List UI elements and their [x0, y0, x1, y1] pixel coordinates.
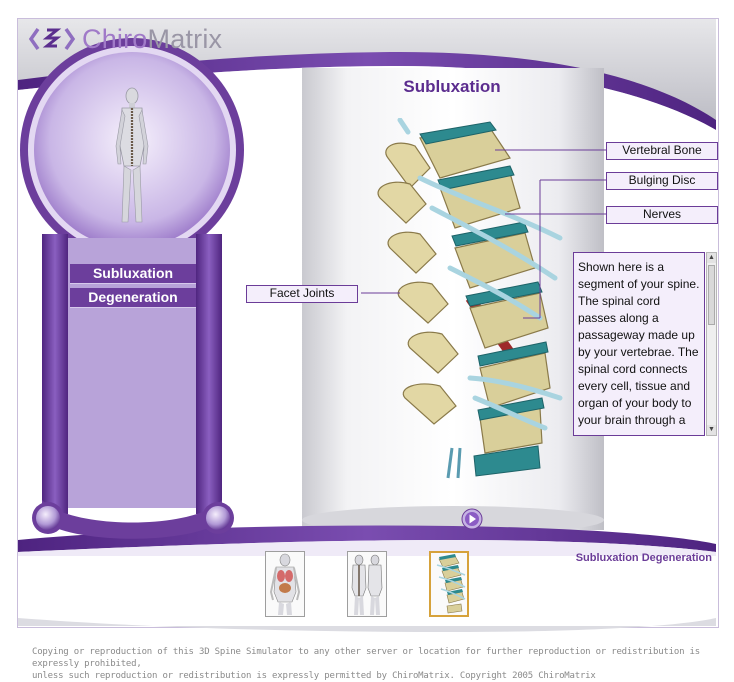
thumbnail-anatomy-organs[interactable]: [265, 551, 305, 617]
chevron-logo-icon: [28, 27, 76, 51]
callout-nerves: Nerves: [606, 206, 718, 224]
play-icon[interactable]: [461, 508, 483, 530]
logo-wordmark: ChiroMatrix: [82, 24, 222, 55]
scroll-thumb[interactable]: [708, 265, 715, 325]
bottom-section-label: Subluxation Degeneration: [575, 552, 712, 564]
menu-item-degeneration[interactable]: Degeneration: [70, 288, 196, 308]
page-title: Subluxation: [403, 77, 501, 96]
callout-bulging-disc: Bulging Disc: [606, 172, 718, 190]
footer-line-1: Copying or reproduction of this 3D Spine…: [32, 647, 700, 669]
scroll-down-arrow-icon[interactable]: ▼: [707, 425, 716, 435]
callout-facet-joints: Facet Joints: [246, 285, 358, 303]
human-body-illustration: [115, 87, 149, 223]
app-logo: ChiroMatrix: [28, 22, 222, 56]
thumbnail-body-views[interactable]: [347, 551, 387, 617]
description-text: Shown here is a segment of your spine. T…: [573, 252, 705, 436]
description-scrollbar[interactable]: ▲ ▼: [706, 252, 717, 436]
callout-vertebral-bone: Vertebral Bone: [606, 142, 718, 160]
menu-item-subluxation[interactable]: Subluxation: [70, 264, 196, 284]
spine-thumbnail-image: [436, 554, 466, 614]
scroll-up-arrow-icon[interactable]: ▲: [707, 253, 716, 263]
organs-thumbnail-image: [269, 553, 301, 615]
copyright-footer: Copying or reproduction of this 3D Spine…: [32, 646, 722, 682]
spine-illustration: [377, 118, 563, 479]
logo-prefix: Chiro: [82, 23, 148, 54]
logo-suffix: Matrix: [147, 23, 223, 54]
footer-line-2: unless such reproduction or redistributi…: [32, 671, 596, 681]
thumbnail-spine-segment[interactable]: [429, 551, 469, 617]
body-views-thumbnail-image: [351, 554, 383, 615]
